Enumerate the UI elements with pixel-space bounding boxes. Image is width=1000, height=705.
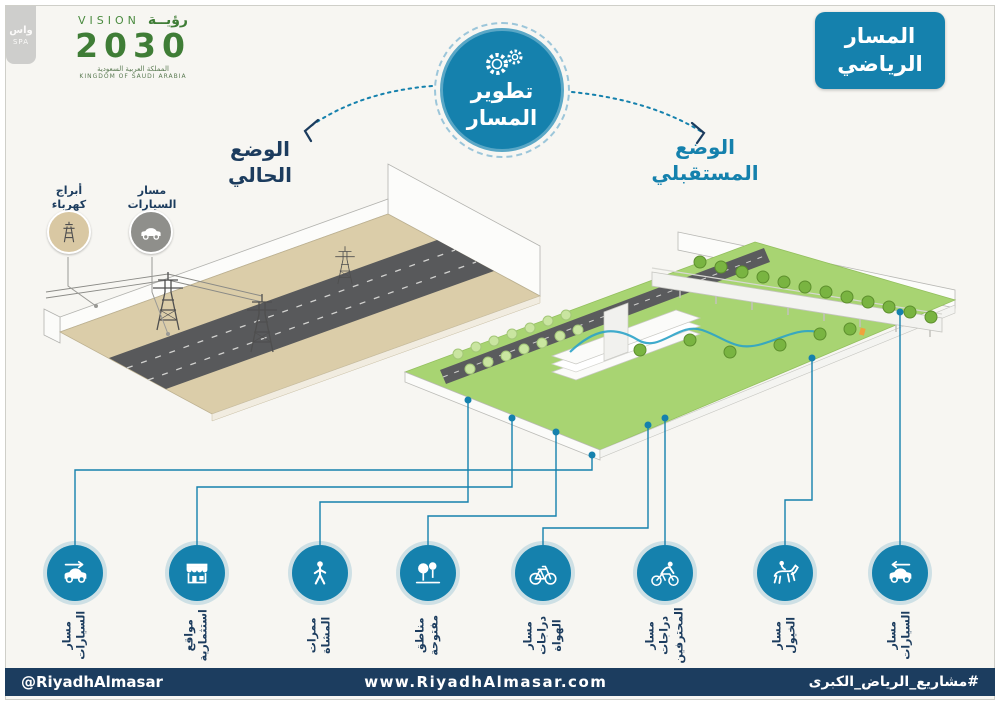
hub-title: تطوير المسار [466,78,538,130]
vision-word: VISION [78,14,140,27]
horse-rider-icon [773,560,799,584]
vision-country-arabic: المملكة العربية السعودية [97,65,169,74]
title-badge: المسار الرياضي [815,12,945,89]
footer-bar: @RiyadhAlmasar www.RiyadhAlmasar.com #مش… [5,668,995,696]
current-state-label: الوضع الحالي [227,137,293,187]
hashtag: #مشاريع_الرياض_الكبرى [808,674,979,690]
feature-circle-pedestrian [292,545,348,601]
website-url: www.RiyadhAlmasar.com [364,673,608,691]
feature-circle-amateur-bikes [515,545,571,601]
feature-connector-dots [464,308,904,459]
current-state-illustration [43,163,541,422]
legend-circle-towers [47,210,91,254]
storefront-icon [186,563,208,584]
pedestrian-icon [313,561,327,585]
feature-label-pedestrian: ممرات المشاة [305,616,333,654]
current-road [109,240,494,389]
feature-label-open-areas: مناطق مفتوحة [413,614,441,656]
feature-label-horses: مسار الخيول [770,616,798,654]
feature-connectors [74,312,901,546]
spa-latin: SPA [12,37,29,46]
electricity-towers-icon [63,221,75,243]
feature-label-amateur-bikes: مسار دراجات الهواة [521,615,564,655]
future-state-illustration [403,231,957,461]
spa-arabic: واس [9,24,33,36]
legend-circle-cars [129,210,173,254]
feature-label-cars-right: مسار السيارات [885,610,913,660]
feature-label-cars-left: مسار السيارات [60,610,88,660]
gears-icon [486,49,523,75]
feature-circle-investment [169,545,225,601]
hub-connectors [307,85,703,133]
vision-2030-logo: VISION رؤيــة 2030 المملكة العربية السعو… [58,12,208,80]
legend-connectors [67,257,170,336]
winding-track [569,327,827,353]
vision-country-english: KINGDOM OF SAUDI ARABIA [79,73,187,81]
vision-year: 2030 [75,26,191,65]
feature-circle-pro-bikes [637,545,693,601]
ruya-word: رؤيــة [147,12,188,28]
legend-label-towers: أبراج كهرباء [51,184,87,211]
spa-logo-watermark: واس SPA [6,6,36,64]
racing-cyclist-icon [651,561,679,586]
car-arrow-left-icon [889,560,912,583]
feature-circle-horses [757,545,813,601]
development-hub: تطوير المسار [434,22,570,158]
trees-icon [415,562,441,584]
orange-marker [859,327,866,336]
hub-arrows [303,118,706,145]
future-state-label: الوضع المستقبلي [651,135,759,185]
feature-circle-cars-right [872,545,928,601]
bicycle-icon [529,565,557,585]
feature-circle-cars-left [47,545,103,601]
cars-icon [141,227,161,240]
feature-circle-open-areas [400,545,456,601]
car-arrow-right-icon [64,560,87,583]
twitter-handle: @RiyadhAlmasar [21,673,163,691]
feature-label-investment: مواقع استثمارية [182,608,210,662]
legend-label-cars: مسار السيارات [127,184,177,211]
feature-label-pro-bikes: مسار دراجات المحترفين [643,606,686,664]
